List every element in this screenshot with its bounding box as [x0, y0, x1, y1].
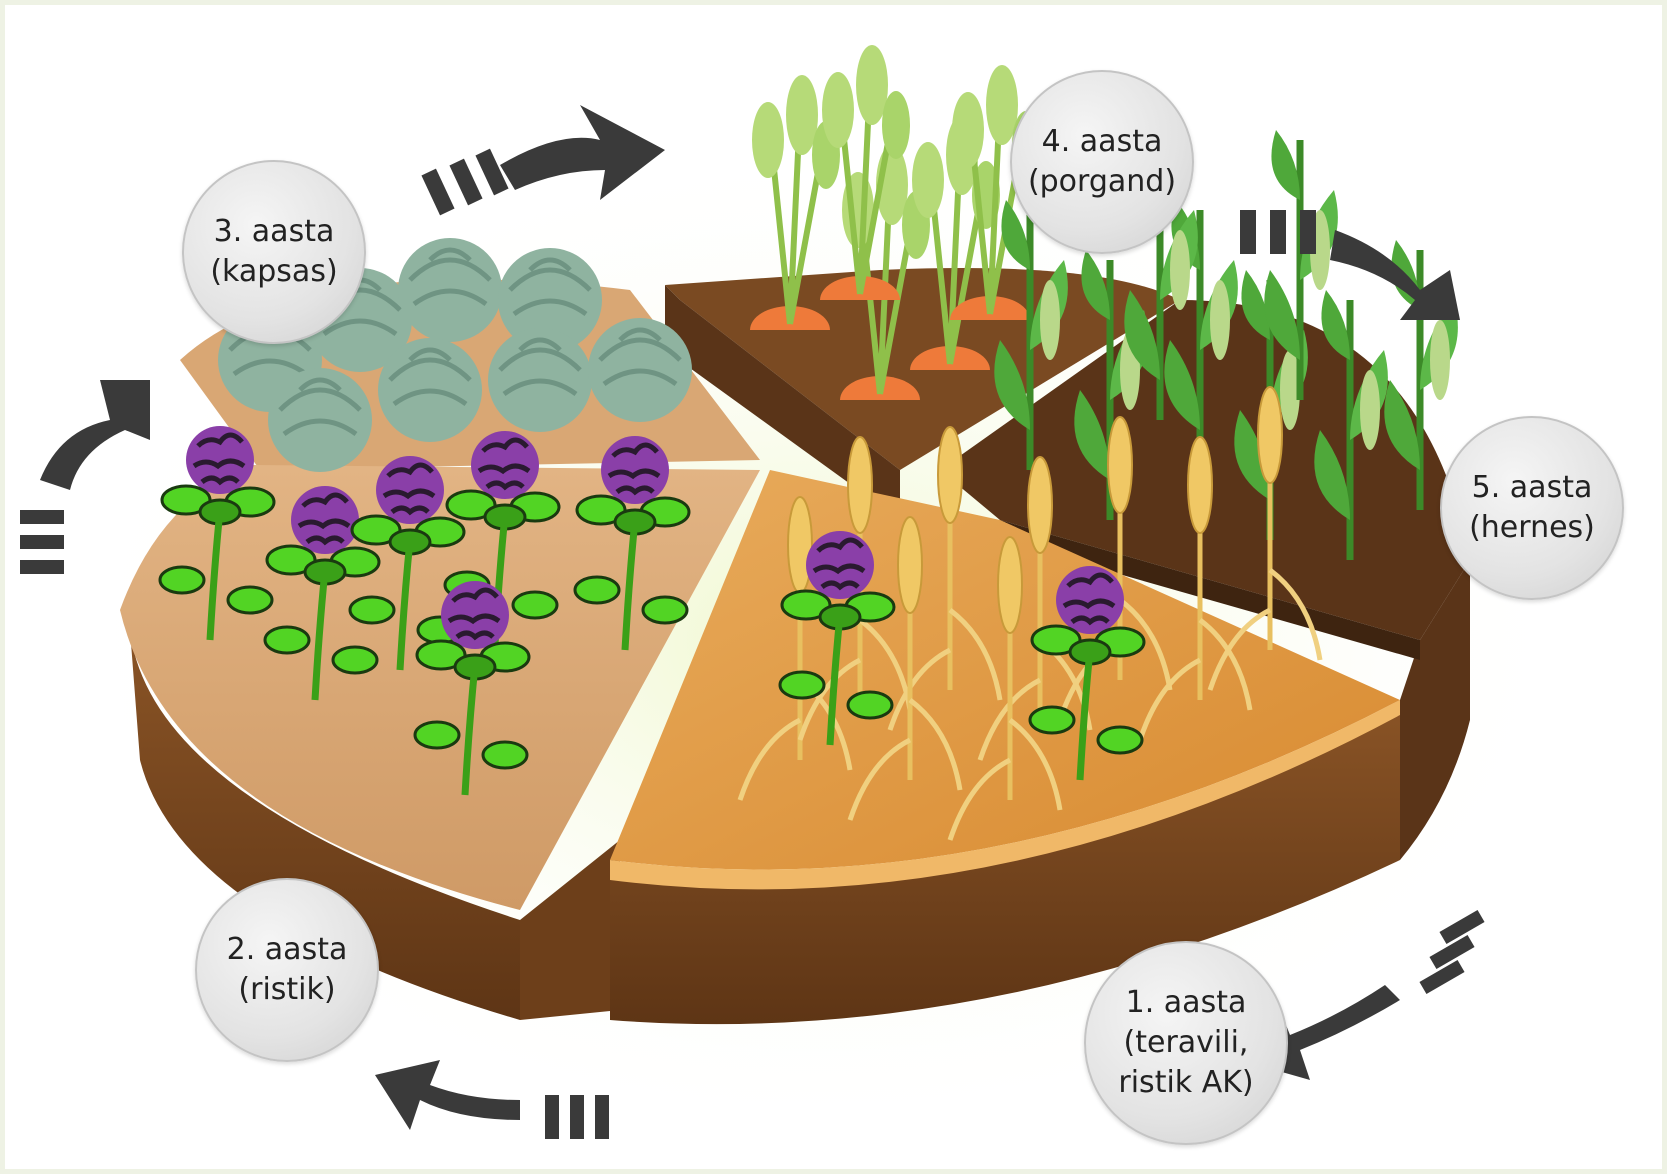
year-5-crop: (hernes) — [1469, 508, 1595, 548]
year-3-crop: (kapsas) — [210, 252, 337, 292]
year-4-label: 4. aasta (porgand) — [1010, 70, 1194, 254]
year-3-label: 3. aasta (kapsas) — [182, 160, 366, 344]
year-3-title: 3. aasta — [214, 212, 335, 252]
year-2-crop: (ristik) — [238, 970, 335, 1010]
year-5-label: 5. aasta (hernes) — [1440, 416, 1624, 600]
year-5-title: 5. aasta — [1472, 468, 1593, 508]
year-4-crop: (porgand) — [1028, 162, 1176, 202]
year-2-label: 2. aasta (ristik) — [195, 878, 379, 1062]
year-1-crop-extra: ristik AK) — [1118, 1063, 1253, 1103]
year-1-label: 1. aasta (teravili, ristik AK) — [1084, 941, 1288, 1145]
year-1-crop: (teravili, — [1124, 1023, 1249, 1063]
year-4-title: 4. aasta — [1042, 122, 1163, 162]
year-2-title: 2. aasta — [227, 930, 348, 970]
year-1-title: 1. aasta — [1126, 983, 1247, 1023]
